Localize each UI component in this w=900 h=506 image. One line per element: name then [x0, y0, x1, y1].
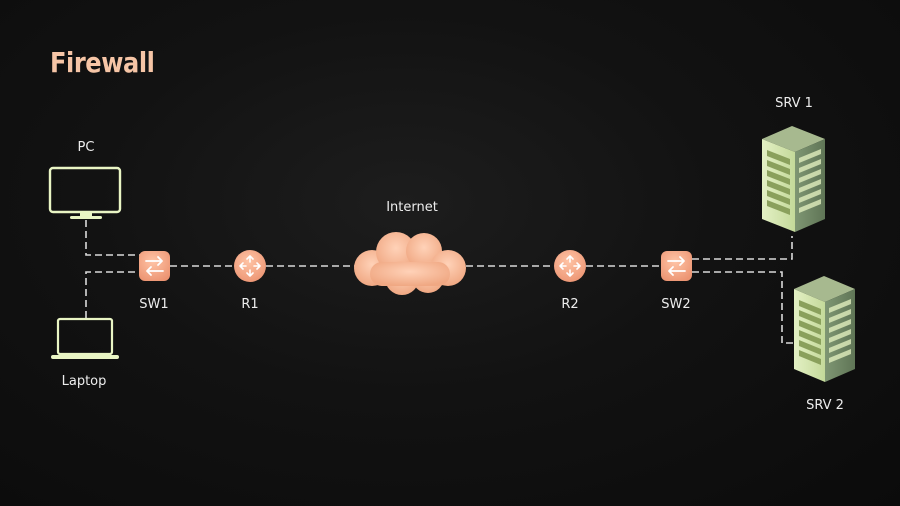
- router-icon[interactable]: [554, 250, 586, 282]
- server-rack-icon[interactable]: [794, 276, 855, 382]
- internet-label: Internet: [386, 200, 438, 215]
- sw1-label: SW1: [139, 297, 169, 312]
- laptop-label: Laptop: [61, 374, 107, 389]
- srv1-label: SRV 1: [775, 96, 813, 111]
- r1-label: R1: [241, 297, 259, 312]
- server-slots: [767, 150, 790, 215]
- cloud-icon[interactable]: [354, 232, 466, 295]
- r2-label: R2: [561, 297, 579, 312]
- pc-label: PC: [77, 140, 95, 155]
- links: [85, 220, 794, 344]
- switch-icon[interactable]: [661, 251, 692, 281]
- sw2-label: SW2: [661, 297, 691, 312]
- desktop-monitor-icon[interactable]: [48, 166, 122, 219]
- server-rack-icon[interactable]: [762, 126, 825, 232]
- server-slots: [799, 300, 821, 365]
- page-title: Firewall: [50, 46, 155, 79]
- switch-icon[interactable]: [139, 251, 170, 281]
- link-pc-sw1: [85, 220, 140, 256]
- router-icon[interactable]: [234, 250, 266, 282]
- laptop-icon[interactable]: [51, 317, 119, 359]
- srv2-label: SRV 2: [806, 398, 844, 413]
- link-sw2-srv2: [692, 271, 794, 344]
- link-sw2-srv1: [692, 236, 793, 260]
- link-laptop-sw1: [85, 271, 140, 318]
